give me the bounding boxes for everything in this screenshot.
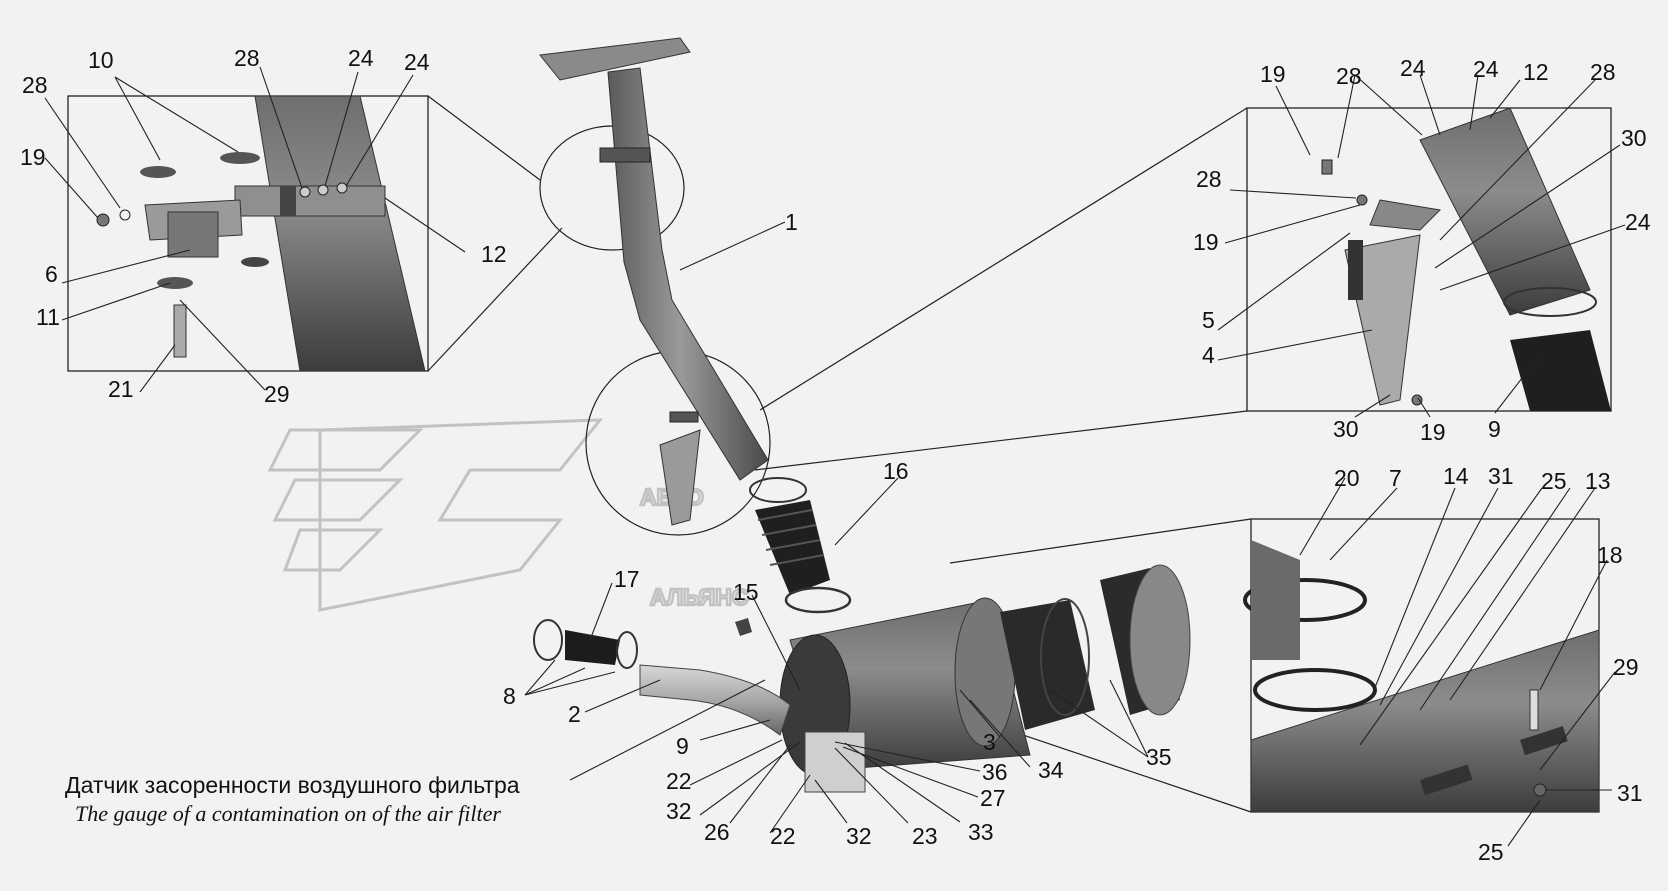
callout-label: 25 [1478, 839, 1504, 865]
callout-label: 19 [1260, 61, 1286, 87]
callout-label: 27 [980, 785, 1006, 811]
air-filter-housing [779, 564, 1191, 793]
callout-label: 2 [568, 701, 581, 727]
callout-label: 19 [20, 144, 46, 170]
callout-label: 22 [666, 768, 692, 794]
callout-label: 17 [614, 566, 640, 592]
watermark-line2: АЛЬЯНС [650, 584, 748, 610]
callout-label: 12 [481, 241, 507, 267]
callout-label: 7 [1389, 465, 1402, 491]
callout-label: 24 [348, 45, 374, 71]
callout-label: 6 [45, 261, 58, 287]
callout-label: 22 [770, 823, 796, 849]
caption-russian: Датчик засоренности воздушного фильтра [65, 772, 520, 798]
callout-label: 9 [676, 733, 689, 759]
detail-top-left-parts [96, 95, 426, 372]
callout-label: 36 [982, 759, 1008, 785]
callout-label: 4 [1202, 342, 1215, 368]
callout-label: 30 [1333, 416, 1359, 442]
callout-label: 23 [912, 823, 938, 849]
callout-label: 24 [1400, 55, 1426, 81]
detail-frame-top-right [1246, 107, 1612, 412]
callout-label: 14 [1443, 463, 1469, 489]
callout-label: 5 [1202, 307, 1215, 333]
callout-label: 28 [1336, 63, 1362, 89]
callout-label: 33 [968, 819, 994, 845]
callout-label: 28 [1590, 59, 1616, 85]
detail-top-right-parts [1321, 107, 1611, 411]
intake-pipe [539, 37, 807, 503]
callout-label: 19 [1193, 229, 1219, 255]
callout-labels: 28 10 28 24 24 19 6 11 21 29 12 1 19 28 … [20, 45, 1651, 865]
detail-callout-circles [427, 95, 1252, 813]
callout-label: 11 [36, 304, 60, 330]
callout-label: 30 [1621, 125, 1647, 151]
callout-label: 20 [1334, 465, 1360, 491]
callout-label: 19 [1420, 419, 1446, 445]
callout-label: 8 [503, 683, 516, 709]
callout-label: 24 [1473, 56, 1499, 82]
callout-label: 21 [108, 376, 134, 402]
caption-english: The gauge of a contamination on of the a… [75, 801, 501, 826]
callout-label: 31 [1617, 780, 1643, 806]
callout-label: 28 [1196, 166, 1222, 192]
callout-label: 29 [264, 381, 290, 407]
gauge-sensor-icon [735, 618, 752, 636]
callout-label: 3 [983, 729, 996, 755]
pipe-clamp-main [599, 147, 701, 526]
callout-label: 31 [1488, 463, 1514, 489]
callout-label: 25 [1541, 468, 1567, 494]
callout-label: 28 [234, 45, 260, 71]
callout-label: 29 [1613, 654, 1639, 680]
callout-label: 32 [666, 798, 692, 824]
callout-label: 1 [785, 209, 798, 235]
callout-label: 10 [88, 47, 114, 73]
leader-lines [44, 66, 1626, 847]
callout-label: 35 [1146, 744, 1172, 770]
callout-label: 26 [704, 819, 730, 845]
callout-label: 9 [1488, 416, 1501, 442]
mounting-bracket [804, 731, 866, 793]
callout-label: 16 [883, 458, 909, 484]
watermark-emblem-icon [267, 418, 604, 612]
callout-label: 34 [1038, 757, 1064, 783]
callout-label: 12 [1523, 59, 1549, 85]
detail-frame-top-left [67, 95, 429, 372]
callout-label: 15 [733, 579, 759, 605]
callout-label: 13 [1585, 468, 1611, 494]
callout-label: 24 [404, 49, 430, 75]
callout-label: 24 [1625, 209, 1651, 235]
callout-label: 18 [1597, 542, 1623, 568]
outlet-tube [533, 618, 791, 736]
callout-label: 28 [22, 72, 48, 98]
detail-bottom-right-parts [1243, 540, 1600, 813]
callout-label: 32 [846, 823, 872, 849]
corrugated-hose [755, 500, 852, 614]
